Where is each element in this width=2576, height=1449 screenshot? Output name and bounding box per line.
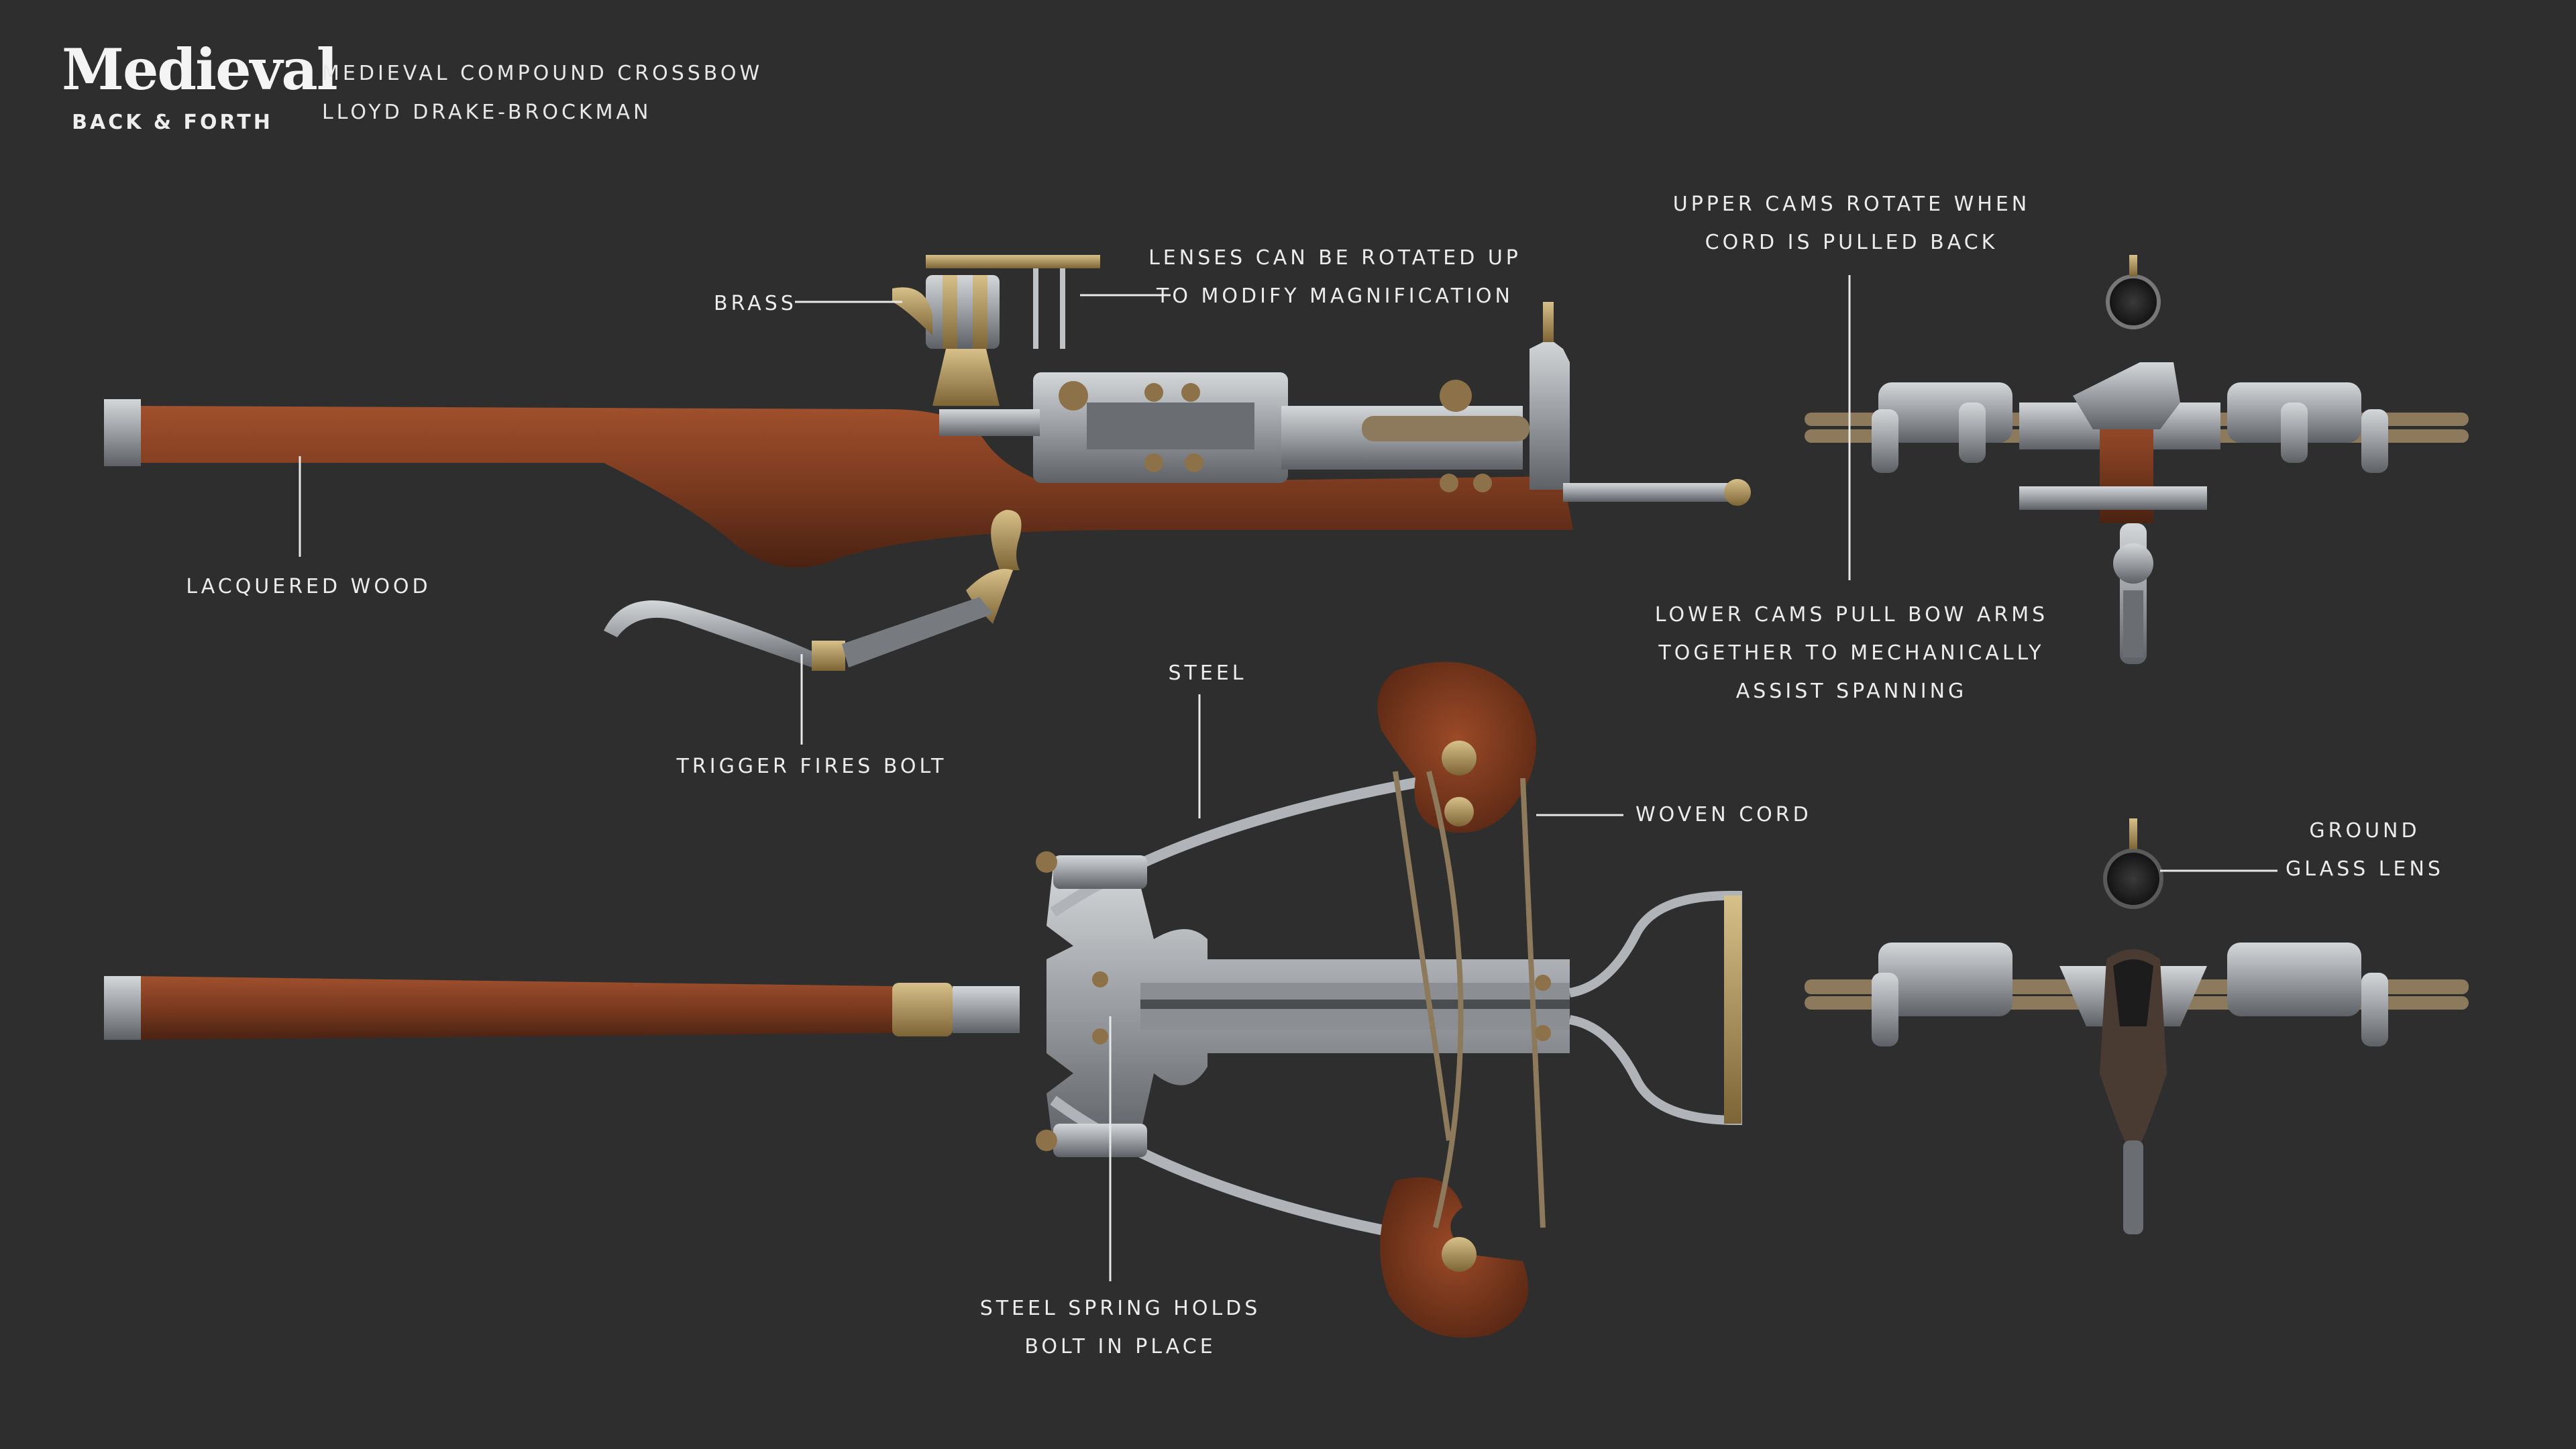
callout-ground-lens-line-2: GLASS LENS (2286, 857, 2444, 881)
rear-scope-lens (2103, 849, 2163, 909)
callout-spring-line-1: STEEL SPRING HOLDS (979, 1297, 1261, 1320)
sheet-title: MEDIEVAL COMPOUND CROSSBOW (322, 62, 763, 85)
rear-stock (2100, 949, 2167, 1154)
callout-lower-cams-line-1: LOWER CAMS PULL BOW ARMS (1654, 603, 2049, 627)
side-trigger-lever (604, 600, 822, 671)
callout-lower-cams: LOWER CAMS PULL BOW ARMS TOGETHER TO MEC… (1623, 596, 2080, 710)
side-butt-cap (104, 399, 141, 466)
callout-lenses-line-2: TO MODIFY MAGNIFICATION (1157, 284, 1513, 308)
callout-leader-lines (299, 275, 2277, 1281)
side-stock (134, 406, 1573, 568)
top-stock (134, 976, 912, 1040)
callout-upper-cams: UPPER CAMS ROTATE WHEN CORD IS PULLED BA… (1623, 185, 2080, 262)
callout-spring-line-2: BOLT IN PLACE (1024, 1335, 1216, 1358)
side-front-sight (1529, 339, 1570, 490)
side-tiller-rod (1563, 483, 1737, 502)
callout-trigger: TRIGGER FIRES BOLT (676, 755, 947, 778)
logo-subtitle: BACK & FORTH (72, 111, 273, 134)
top-woven-cord (1393, 771, 1546, 1228)
front-view-top (1805, 255, 2469, 664)
callout-upper-cams-line-1: UPPER CAMS ROTATE WHEN (1672, 193, 2031, 216)
logo-wordmark: Medieval (62, 36, 338, 103)
top-view-crossbow (104, 661, 1742, 1338)
side-cord (1362, 416, 1529, 441)
callout-brass: BRASS (714, 292, 797, 315)
callout-steel: STEEL (1168, 661, 1247, 685)
callout-ground-lens-line-1: GROUND (2309, 819, 2420, 843)
callout-spring: STEEL SPRING HOLDS BOLT IN PLACE (953, 1289, 1288, 1366)
side-view-crossbow (104, 255, 1751, 671)
side-scope (892, 255, 1100, 406)
front-view-bottom (1805, 818, 2469, 1234)
top-tiller (1568, 891, 1742, 1126)
callout-woven-cord: WOVEN CORD (1635, 803, 1812, 826)
callout-lenses-line-1: LENSES CAN BE ROTATED UP (1148, 246, 1521, 270)
callout-lower-cams-line-2: TOGETHER TO MECHANICALLY (1658, 641, 2045, 665)
callout-lenses: LENSES CAN BE ROTATED UP TO MODIFY MAGNI… (1140, 239, 1529, 315)
callout-lower-cams-line-3: ASSIST SPANNING (1735, 680, 1968, 703)
front-scope-lens (2106, 274, 2161, 329)
callout-ground-lens: GROUND GLASS LENS (2274, 812, 2455, 888)
callout-upper-cams-line-2: CORD IS PULLED BACK (1705, 231, 1998, 254)
side-trigger-guard (991, 510, 1022, 570)
callout-lacquered-wood: LACQUERED WOOD (186, 575, 431, 598)
top-butt-cap (104, 976, 141, 1040)
sheet-author: LLOYD DRAKE-BROCKMAN (322, 101, 652, 124)
